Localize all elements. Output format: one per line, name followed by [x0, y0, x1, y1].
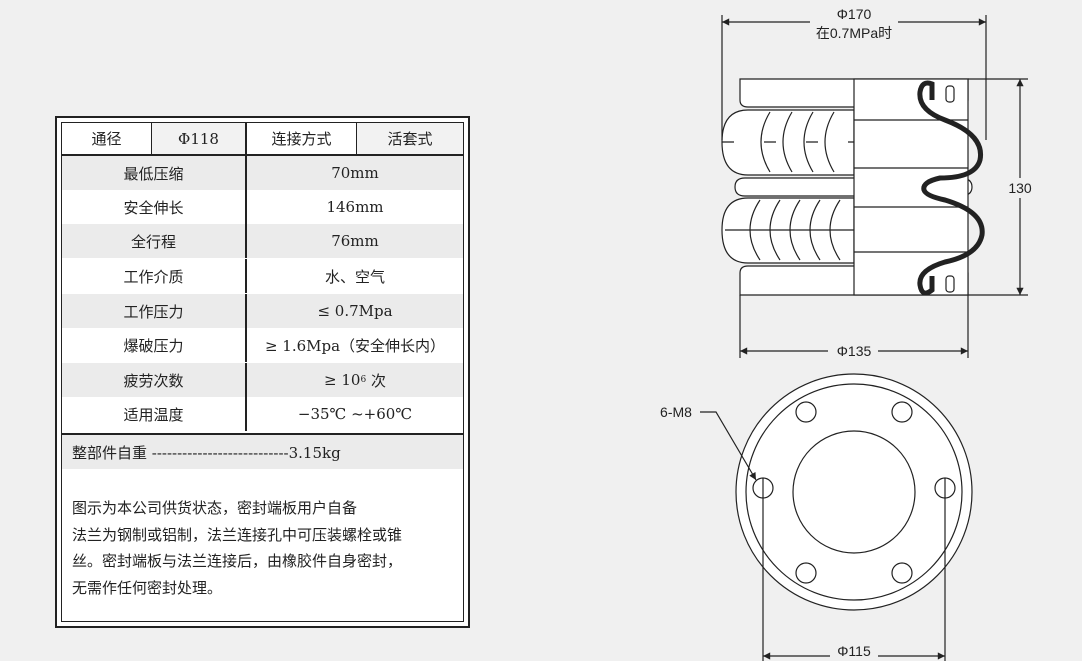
row-label: 最低压缩 [62, 156, 247, 190]
bolt-hole [891, 562, 913, 584]
table-row: 安全伸长 146mm [62, 190, 463, 224]
row-label: 爆破压力 [62, 328, 247, 362]
connection-value: 活套式 [357, 123, 463, 154]
row-label: 工作介质 [62, 259, 247, 293]
table-row: 全行程 76mm [62, 224, 463, 258]
table-row: 最低压缩 70mm [62, 156, 463, 190]
table-row: 工作压力 ≤ 0.7Mpa [62, 294, 463, 328]
bore-value: Φ118 [152, 123, 247, 154]
max-diameter-label: Φ170 [837, 6, 872, 22]
row-label: 安全伸长 [62, 190, 247, 224]
bolt-hole [795, 562, 817, 584]
table-row: 工作介质 水、空气 [62, 259, 463, 293]
row-label: 全行程 [62, 224, 247, 258]
table-header-row: 通径 Φ118 连接方式 活套式 [62, 123, 463, 156]
flange-bottom-view [700, 373, 973, 661]
bolt-circle-label: Φ115 [837, 643, 871, 659]
bolt-hole [795, 401, 817, 423]
note-line: 法兰为钢制或铝制，法兰连接孔中可压装螺栓或锥 [72, 525, 403, 544]
row-label: 适用温度 [62, 397, 247, 431]
bolt-spec-label: 6-M8 [660, 404, 692, 420]
row-value: −35℃ ~+60℃ [297, 405, 413, 423]
note-line: 无需作任何密封处理。 [72, 578, 223, 597]
row-value: ≥ 1.6Mpa（安全伸长内） [264, 336, 446, 355]
bore-label: 通径 [62, 123, 152, 154]
flange-diameter-label: Φ135 [837, 343, 872, 359]
connection-label: 连接方式 [247, 123, 357, 154]
max-diameter-note: 在0.7MPa时 [816, 25, 892, 41]
value-exponent: 6 [360, 375, 367, 385]
row-label: 疲劳次数 [62, 363, 247, 397]
row-label: 工作压力 [62, 294, 247, 328]
bellows-side-view [721, 78, 985, 296]
table-row: 爆破压力 ≥ 1.6Mpa（安全伸长内） [62, 328, 463, 362]
row-value: 水、空气 [324, 267, 385, 286]
weight-line: 整部件自重 ---------------------------3.15kg [62, 433, 463, 469]
notes: 图示为本公司供货状态，密封端板用户自备 法兰为钢制或铝制，法兰连接孔中可压装螺栓… [72, 495, 402, 601]
spec-table-inner: 通径 Φ118 连接方式 活套式 最低压缩 70mm 安全伸长 146mm 全行程 7… [61, 122, 464, 622]
note-line: 图示为本公司供货状态，密封端板用户自备 [72, 499, 358, 517]
row-value: 76mm [331, 232, 379, 250]
bolt-hole [891, 401, 913, 423]
row-value: ≤ 0.7Mpa [317, 302, 393, 320]
value-suffix: 次 [366, 371, 386, 390]
row-value: 146mm [326, 198, 384, 216]
value-prefix: ≥ 10 [324, 371, 361, 389]
spec-table: 通径 Φ118 连接方式 活套式 最低压缩 70mm 安全伸长 146mm 全行程 7… [55, 116, 470, 628]
height-label: 130 [1008, 180, 1032, 196]
row-value: 70mm [331, 164, 379, 182]
note-line: 丝。密封端板与法兰连接后，由橡胶件自身密封， [72, 552, 403, 570]
table-row: 适用温度 −35℃ ~+60℃ [62, 397, 463, 431]
